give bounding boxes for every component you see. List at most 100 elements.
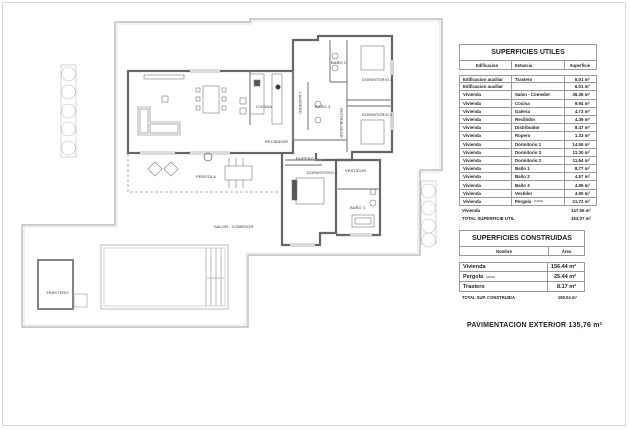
floor-plan: [21, 18, 460, 328]
cell-estancia: Baño 3: [512, 181, 564, 188]
cell-superficie: 4.57 m²: [564, 173, 596, 181]
table-row: Edificacion auxiliar 6.01 m²: [459, 83, 597, 92]
cell-edificacion: Vivienda: [460, 189, 512, 197]
cell-superficie: 4.73 m²: [564, 107, 596, 115]
cell-superficie: 11.64 m²: [564, 156, 596, 165]
total-row: TOTAL SUPERFICIE UTIL 153.07 m²: [459, 214, 597, 222]
cell-edificacion: Vivienda: [460, 197, 512, 205]
estancia-text: Ropero: [515, 133, 531, 139]
room-label-bano-2: BAÑO 2: [331, 60, 347, 65]
subtotal-label: Vivienda: [462, 207, 480, 213]
room-label-dormitorio-2: DORMITORIO 2: [362, 77, 393, 82]
cell-edificacion: Edificacion auxiliar: [460, 83, 512, 91]
cell-nombre: Vivienda: [460, 263, 548, 271]
cell-edificacion: Vivienda: [460, 107, 512, 115]
room-label-bano-1: BAÑO 1: [350, 205, 366, 210]
estancia-text: Salon - Comedor: [515, 92, 551, 98]
cell-estancia: Recibidor: [512, 116, 564, 123]
cell-edificacion: Vivienda: [460, 91, 512, 99]
total-value: 153.07 m²: [570, 215, 591, 221]
superficies-utiles-table: SUPERFICIES UTILES Edificacion Estancia …: [459, 44, 597, 222]
cell-superficie: 36.36 m²: [564, 91, 596, 99]
cell-superficie: 14.55 m²: [564, 140, 596, 148]
cell-estancia: Dormitorio 3: [512, 149, 564, 156]
cell-edificacion: Vivienda: [460, 165, 512, 173]
table-row: Trastero 8.17 m²: [459, 282, 585, 292]
table-row: Pergola(100%) 25.44 m²: [459, 272, 585, 282]
page-border: [2, 2, 626, 426]
room-label-pergola: PERGOLA: [196, 174, 217, 179]
cell-area: 25.44 m²: [553, 273, 576, 280]
table-header: Nombre Área: [459, 247, 585, 256]
superficies-construidas-title: SUPERFICIES CONSTRUIDAS: [459, 230, 585, 247]
room-label-bano-3: BAÑO 3: [315, 104, 331, 109]
cell-edificacion: Vivienda: [460, 124, 512, 132]
room-label-vestidor: VESTIDOR: [345, 168, 367, 173]
cell-edificacion: Vivienda: [460, 173, 512, 181]
estancia-text: Baño 2: [515, 174, 530, 180]
cell-estancia: Pergola(100%): [512, 198, 564, 205]
total-label: TOTAL SUP. CONSTRUIDA: [462, 294, 515, 300]
cell-edificacion: Vivienda: [460, 156, 512, 165]
cell-superficie: 8.77 m²: [564, 165, 596, 173]
room-label-dormitorio-3: DORMITORIO 3: [362, 112, 393, 117]
cell-estancia: Distribuidor: [512, 124, 564, 131]
room-label-lavadero: LAVADERO: [298, 92, 303, 114]
cell-edificacion: Vivienda: [460, 115, 512, 124]
cell-estancia: Baño 2: [512, 173, 564, 180]
cell-edificacion: Vivienda: [460, 132, 512, 140]
estancia-text: Baño 3: [515, 182, 530, 188]
cell-superficie: 4.89 m²: [564, 181, 596, 189]
table-header: Edificacion Estancia Superficie: [459, 61, 597, 70]
cell-superficie: 1.33 m²: [564, 132, 596, 140]
estancia-text: Dormitorio 1: [515, 141, 542, 147]
header-estancia: Estancia: [515, 62, 533, 68]
cell-edificacion: Vivienda: [460, 148, 512, 156]
nombre-text: Pergola: [463, 273, 484, 280]
total-label: TOTAL SUPERFICIE UTIL: [462, 215, 515, 221]
cell-edificacion: Edificacion auxiliar: [460, 76, 512, 83]
cell-estancia: Dormitorio 2: [512, 157, 564, 164]
estancia-text: Distribuidor: [515, 125, 540, 131]
room-label-cocina: COCINA: [256, 104, 273, 109]
room-label-salon-comedor: SALON - COMEDOR: [214, 224, 254, 229]
cell-estancia: Cocina: [512, 100, 564, 107]
cell-estancia: Galeria: [512, 108, 564, 115]
cell-edificacion: Vivienda: [460, 140, 512, 148]
estancia-text: Pergola: [515, 198, 532, 204]
total-value: 190.04 m²: [557, 294, 577, 300]
estancia-text: Trastero: [515, 76, 533, 82]
cell-superficie: 6.01 m²: [564, 83, 596, 91]
cell-estancia: Baño 1: [512, 165, 564, 172]
room-label-trastero: TRASTERO: [46, 290, 69, 295]
cell-nombre: Trastero: [460, 282, 548, 291]
note-text: (100%): [486, 274, 496, 279]
cell-area: 156.44 m²: [550, 264, 576, 270]
cell-estancia: Dormitorio 1: [512, 141, 564, 148]
estancia-text: Vestidor: [515, 190, 533, 196]
estancia-text: Cocina: [515, 100, 530, 106]
cell-nombre: Pergola(100%): [460, 272, 548, 281]
cell-superficie: 6.01 m²: [564, 76, 596, 83]
cell-area: 8.17 m²: [557, 283, 576, 290]
cell-edificacion: Vivienda: [460, 99, 512, 107]
room-label-dormitorio-1: DORMITORIO 1: [307, 170, 338, 175]
cell-superficie: 4.39 m²: [564, 115, 596, 124]
nombre-text: Trastero: [463, 283, 485, 290]
cell-superficie: 11.30 m²: [564, 148, 596, 156]
estancia-text: Dormitorio 2: [515, 157, 542, 163]
estancia-text: Dormitorio 3: [515, 149, 542, 155]
superficies-construidas-table: SUPERFICIES CONSTRUIDAS Nombre Área Vivi…: [459, 230, 585, 302]
cell-estancia: Trastero: [512, 76, 564, 82]
